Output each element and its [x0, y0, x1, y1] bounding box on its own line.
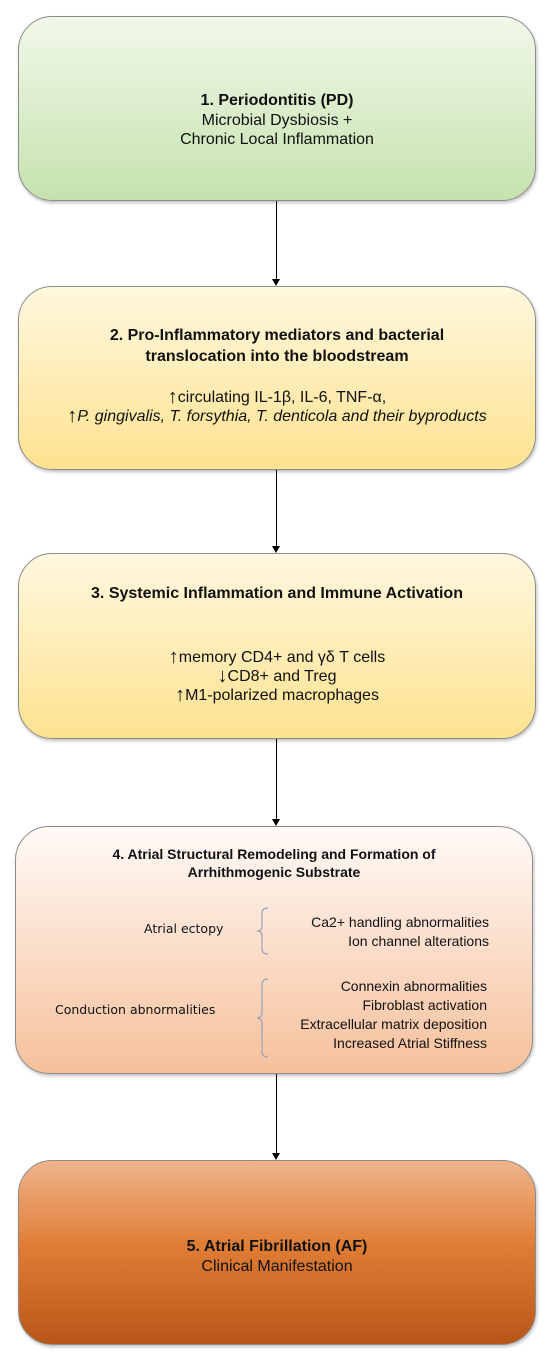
arrowhead-4-5	[272, 1153, 280, 1160]
box4-title-line2: Arrhithmogenic Substrate	[187, 864, 361, 880]
box-atrial-remodeling: 4. Atrial Structural Remodeling and Form…	[15, 826, 533, 1074]
box3-item1: memory CD4+ and γδ T cells	[178, 649, 386, 666]
box2-title-line2: translocation into the bloodstream	[145, 348, 409, 365]
connector-1-2	[276, 201, 278, 279]
group1-item-2: Ion channel alterations	[348, 933, 489, 949]
box2-item1: circulating IL-1β, IL-6, TNF-α,	[177, 389, 387, 406]
box1-line1: Microbial Dysbiosis +	[201, 112, 353, 129]
group2-item-3: Extracellular matrix deposition	[300, 1016, 487, 1032]
arrowhead-2-3	[272, 546, 280, 553]
group2-item-2: Fibroblast activation	[362, 997, 487, 1013]
box3-item3: M1-polarized macrophages	[185, 687, 379, 704]
brace-group1	[256, 907, 269, 955]
up-arrow-icon: ↑	[167, 386, 178, 408]
box5-title: 5. Atrial Fibrillation (AF)	[186, 1238, 368, 1255]
box2-item2: P. gingivalis, T. forsythia, T. denticol…	[77, 408, 487, 425]
down-arrow-icon: ↓	[217, 665, 228, 687]
box1-line2: Chronic Local Inflammation	[180, 131, 374, 148]
group2-label: Conduction abnormalities	[55, 1002, 216, 1017]
group2-item-4: Increased Atrial Stiffness	[333, 1035, 487, 1051]
connector-4-5	[276, 1074, 278, 1153]
up-arrow-icon: ↑	[168, 646, 179, 668]
connector-2-3	[276, 470, 278, 546]
box-atrial-fibrillation: 5. Atrial Fibrillation (AF) Clinical Man…	[18, 1160, 536, 1345]
up-arrow-icon: ↑	[67, 405, 78, 427]
box-periodontitis: 1. Periodontitis (PD) Microbial Dysbiosi…	[18, 16, 536, 201]
box5-line1: Clinical Manifestation	[201, 1258, 353, 1275]
up-arrow-icon: ↑	[175, 684, 186, 706]
box4-title-line1: 4. Atrial Structural Remodeling and Form…	[112, 846, 436, 862]
group1-item-1: Ca2+ handling abnormalities	[311, 914, 489, 930]
group2-item-1: Connexin abnormalities	[340, 978, 487, 994]
box3-item2: CD8+ and Treg	[227, 668, 337, 685]
arrowhead-3-4	[272, 819, 280, 826]
box1-title: 1. Periodontitis (PD)	[200, 92, 354, 109]
box-pro-inflammatory: 2. Pro-Inflammatory mediators and bacter…	[18, 286, 536, 470]
group1-label: Atrial ectopy	[144, 921, 224, 936]
box-systemic-inflammation: 3. Systemic Inflammation and Immune Acti…	[18, 553, 536, 739]
connector-3-4	[276, 739, 278, 819]
brace-group2	[256, 978, 269, 1058]
arrowhead-1-2	[272, 279, 280, 286]
box3-title: 3. Systemic Inflammation and Immune Acti…	[91, 585, 463, 602]
box2-title-line1: 2. Pro-Inflammatory mediators and bacter…	[109, 327, 445, 344]
